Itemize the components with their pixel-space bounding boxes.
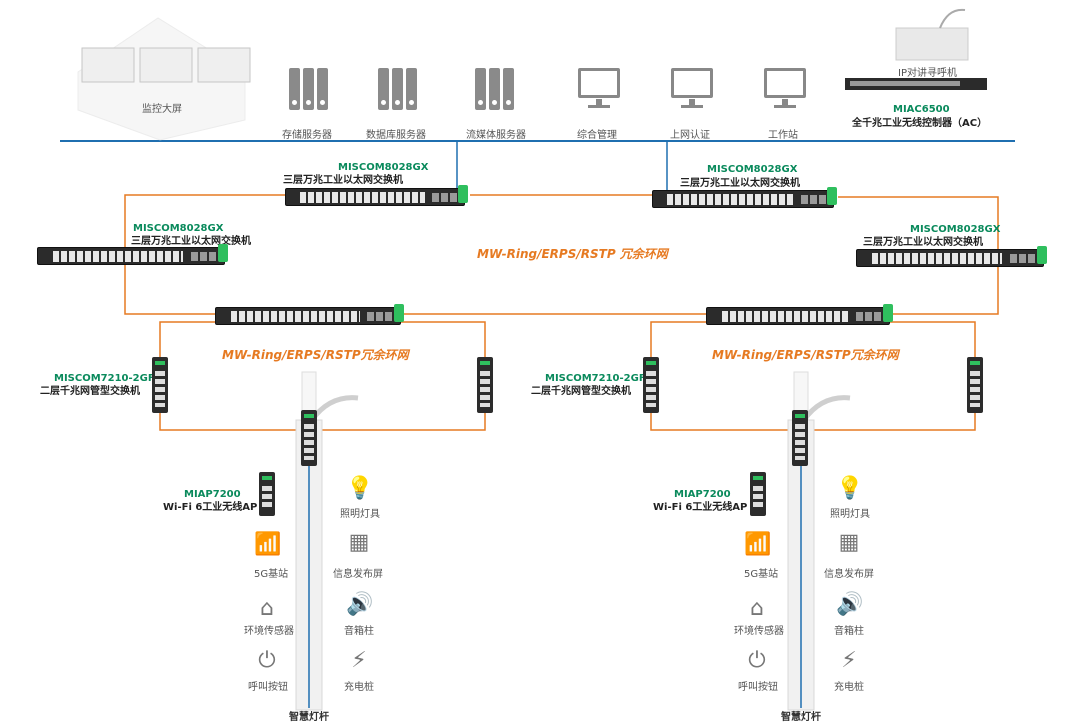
- core-switch-2: [652, 187, 837, 208]
- right-info-screen-label: 信息发布屏: [824, 569, 874, 580]
- workstation-label: 工作站: [768, 130, 798, 141]
- left-5g-label: 5G基站: [254, 569, 289, 580]
- left-access-switch-2: [477, 357, 493, 413]
- left-speaker-label: 音箱柱: [344, 626, 374, 637]
- mgmt-label: 综合管理: [577, 130, 617, 141]
- right-access-switch-2: [967, 357, 983, 413]
- core-switch-6: [706, 304, 893, 325]
- left-access-model: MISCOM7210-2GF: [54, 373, 155, 384]
- left-ap-desc: Wi-Fi 6工业无线AP: [163, 502, 258, 513]
- streaming-server-icon: [475, 68, 514, 110]
- left-pole-switch: [301, 410, 317, 466]
- right-access-model: MISCOM7210-2GF: [545, 373, 646, 384]
- ac-desc: 全千兆工业无线控制器（AC）: [852, 118, 988, 129]
- left-info-screen-icon: ▦: [348, 530, 370, 555]
- pole-right-body: [787, 371, 851, 711]
- right-env-sensor-icon: ⌂: [750, 596, 764, 621]
- left-lighting-icon: 💡: [346, 476, 374, 501]
- ac-model: MIAC6500: [893, 104, 950, 115]
- intercom-label: IP对讲寻呼机: [898, 68, 957, 79]
- right-ap-desc: Wi-Fi 6工业无线AP: [653, 502, 748, 513]
- left-lighting-label: 照明灯具: [340, 509, 380, 520]
- right-pole-switch: [792, 410, 808, 466]
- right-5g-icon: 📶: [744, 532, 772, 557]
- auth-monitor-icon: [671, 68, 713, 108]
- right-call-button-label: 呼叫按钮: [738, 682, 778, 693]
- monitor-wall-room: [77, 17, 251, 141]
- right-sub-ring-label: MW-Ring/ERPS/RSTP冗余环网: [712, 348, 899, 362]
- core-switch-1: [285, 185, 468, 206]
- core-switch-2-model: MISCOM8028GX: [707, 164, 798, 175]
- left-access-switch-1: [152, 357, 168, 413]
- intercom-device: [895, 27, 969, 61]
- right-access-switch-1: [643, 357, 659, 413]
- core-switch-1-desc: 三层万兆工业以太网交换机: [283, 175, 403, 186]
- right-charger-label: 充电桩: [834, 682, 864, 693]
- core-ring-label: MW-Ring/ERPS/RSTP 冗余环网: [477, 247, 668, 261]
- streaming-server-label: 流媒体服务器: [466, 130, 526, 141]
- right-ap-device: [750, 472, 766, 516]
- left-pole-name: 智慧灯杆: [289, 712, 329, 723]
- right-lighting-label: 照明灯具: [830, 509, 870, 520]
- left-call-button-icon: ⏻: [258, 648, 276, 673]
- left-info-screen-label: 信息发布屏: [333, 569, 383, 580]
- left-ap-model: MIAP7200: [184, 489, 241, 500]
- monitor-wall-label: 监控大屏: [142, 104, 182, 115]
- left-sub-ring-label: MW-Ring/ERPS/RSTP冗余环网: [222, 348, 409, 362]
- right-charger-icon: ⚡: [841, 648, 857, 673]
- pole-left-body: [295, 371, 359, 711]
- left-env-sensor-icon: ⌂: [260, 596, 274, 621]
- right-5g-label: 5G基站: [744, 569, 779, 580]
- database-server-label: 数据库服务器: [366, 130, 426, 141]
- left-5g-icon: 📶: [254, 532, 282, 557]
- right-speaker-icon: 🔊: [836, 592, 864, 617]
- core-switch-1-model: MISCOM8028GX: [338, 162, 429, 173]
- right-ap-model: MIAP7200: [674, 489, 731, 500]
- left-call-button-label: 呼叫按钮: [248, 682, 288, 693]
- left-speaker-icon: 🔊: [346, 592, 374, 617]
- right-sub-ring: [650, 321, 976, 431]
- left-sub-ring: [159, 321, 486, 431]
- right-env-sensor-label: 环境传感器: [734, 626, 784, 637]
- core-switch-3-model: MISCOM8028GX: [133, 223, 224, 234]
- core-switch-4-model: MISCOM8028GX: [910, 224, 1001, 235]
- right-speaker-label: 音箱柱: [834, 626, 864, 637]
- database-server-icon: [378, 68, 417, 110]
- storage-server-icon: [289, 68, 328, 110]
- core-switch-3-desc: 三层万兆工业以太网交换机: [131, 236, 251, 247]
- workstation-monitor-icon: [764, 68, 806, 108]
- left-env-sensor-label: 环境传感器: [244, 626, 294, 637]
- core-ring: [124, 194, 999, 315]
- left-ap-device: [259, 472, 275, 516]
- left-charger-label: 充电桩: [344, 682, 374, 693]
- mgmt-monitor-icon: [578, 68, 620, 108]
- core-switch-4: [856, 246, 1047, 267]
- core-switch-3: [37, 244, 228, 265]
- left-access-desc: 二层千兆网管型交换机: [40, 386, 140, 397]
- core-switch-2-desc: 三层万兆工业以太网交换机: [680, 178, 800, 189]
- left-charger-icon: ⚡: [351, 648, 367, 673]
- core-switch-5: [215, 304, 404, 325]
- auth-label: 上网认证: [670, 130, 710, 141]
- right-info-screen-icon: ▦: [838, 530, 860, 555]
- right-pole-name: 智慧灯杆: [781, 712, 821, 723]
- right-call-button-icon: ⏻: [748, 648, 766, 673]
- core-switch-4-desc: 三层万兆工业以太网交换机: [863, 237, 983, 248]
- storage-server-label: 存储服务器: [282, 130, 332, 141]
- right-lighting-icon: 💡: [836, 476, 864, 501]
- right-access-desc: 二层千兆网管型交换机: [531, 386, 631, 397]
